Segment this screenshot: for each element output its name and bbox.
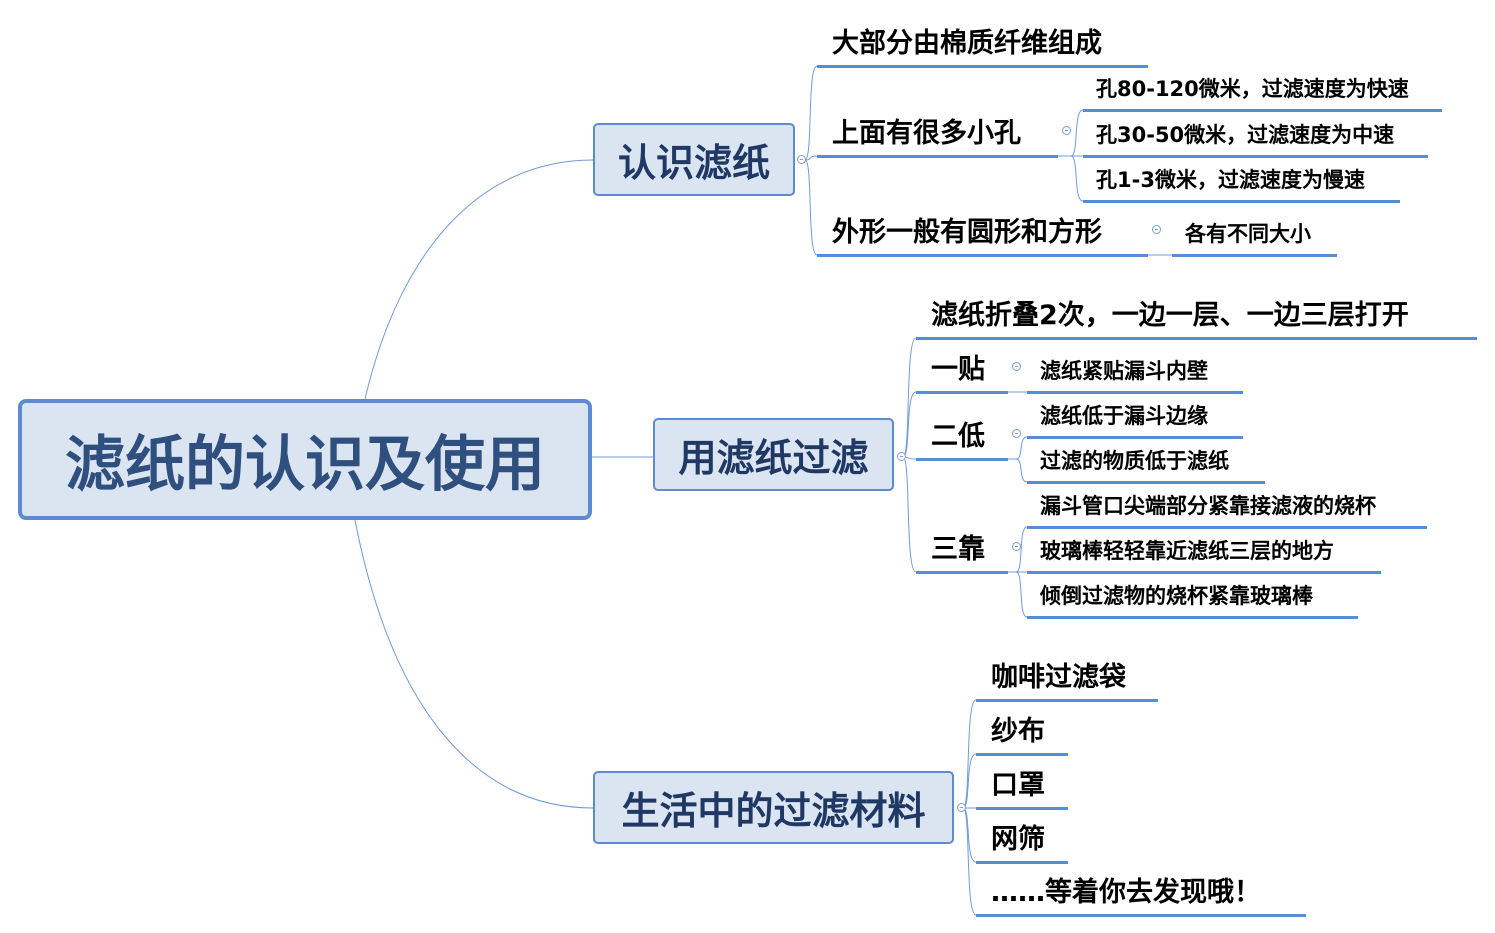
connector-line <box>902 456 917 573</box>
leaf-label: 网筛 <box>991 824 1045 855</box>
connector-line <box>804 65 818 161</box>
connector-line <box>962 807 977 916</box>
leaf-node[interactable]: 滤纸紧贴漏斗内壁 <box>1027 358 1243 394</box>
leaf-node[interactable]: 倾倒过滤物的烧杯紧靠玻璃棒 <box>1027 583 1358 619</box>
connector-line <box>804 155 818 161</box>
leaf-node[interactable]: 滤纸低于漏斗边缘 <box>1027 403 1243 439</box>
branch-use-filter-paper[interactable]: 用滤纸过滤 <box>653 418 894 491</box>
collapse-icon[interactable] <box>897 452 906 461</box>
leaf-node[interactable]: 网筛 <box>976 820 1068 864</box>
connector-line <box>962 699 977 809</box>
leaf-node[interactable]: 纱布 <box>976 712 1068 756</box>
collapse-icon[interactable] <box>1012 542 1021 551</box>
leaf-node[interactable]: 各有不同大小 <box>1172 221 1337 257</box>
leaf-node[interactable]: 滤纸折叠2次，一边一层、一边三层打开 <box>916 296 1477 340</box>
leaf-node[interactable]: 孔80-120微米，过滤速度为快速 <box>1083 76 1442 112</box>
connector-line <box>1015 571 1028 618</box>
leaf-node[interactable]: 孔1-3微米，过滤速度为慢速 <box>1083 167 1400 203</box>
leaf-node[interactable]: ……等着你去发现哦！ <box>976 873 1306 917</box>
leaf-label: 滤纸紧贴漏斗内壁 <box>1040 359 1208 383</box>
leaf-label: 口罩 <box>991 770 1045 801</box>
root-node[interactable]: 滤纸的认识及使用 <box>18 399 592 520</box>
leaf-label: 三靠 <box>931 534 985 565</box>
leaf-node[interactable]: 口罩 <box>976 766 1068 810</box>
leaf-label: 倾倒过滤物的烧杯紧靠玻璃棒 <box>1040 584 1313 608</box>
branch-label: 认识滤纸 <box>617 141 770 185</box>
connector-line <box>364 159 594 400</box>
leaf-node[interactable]: 孔30-50微米，过滤速度为中速 <box>1083 122 1428 158</box>
leaf-node[interactable]: 一贴 <box>916 350 1008 394</box>
leaf-label: 孔80-120微米，过滤速度为快速 <box>1096 77 1409 101</box>
collapse-icon[interactable] <box>1012 429 1021 438</box>
leaf-label: 漏斗管口尖端部分紧靠接滤液的烧杯 <box>1040 494 1376 518</box>
leaf-label: 二低 <box>931 421 985 452</box>
leaf-label: 孔30-50微米，过滤速度为中速 <box>1096 123 1395 147</box>
connector-line <box>1015 458 1028 483</box>
collapse-icon[interactable] <box>957 803 966 812</box>
connector-line <box>1015 526 1028 573</box>
collapse-icon[interactable] <box>1152 225 1161 234</box>
root-label: 滤纸的认识及使用 <box>65 430 545 500</box>
branch-filter-materials[interactable]: 生活中的过滤材料 <box>593 771 954 844</box>
connector-line <box>902 391 917 458</box>
leaf-label: 大部分由棉质纤维组成 <box>832 28 1102 59</box>
connector-line <box>1070 109 1084 157</box>
branch-label: 生活中的过滤材料 <box>621 789 926 833</box>
leaf-node[interactable]: 二低 <box>916 417 1008 461</box>
collapse-icon[interactable] <box>1062 126 1071 135</box>
collapse-icon[interactable] <box>1012 362 1021 371</box>
leaf-node[interactable]: 过滤的物质低于滤纸 <box>1027 448 1265 484</box>
leaf-label: 纱布 <box>991 716 1045 747</box>
collapse-icon[interactable] <box>797 155 806 164</box>
leaf-label: 孔1-3微米，过滤速度为慢速 <box>1096 168 1365 192</box>
leaf-node[interactable]: 大部分由棉质纤维组成 <box>817 24 1148 68</box>
branch-label: 用滤纸过滤 <box>678 436 869 480</box>
leaf-label: 滤纸折叠2次，一边一层、一边三层打开 <box>931 300 1409 331</box>
leaf-label: 各有不同大小 <box>1185 222 1311 246</box>
connector-line <box>354 519 594 809</box>
leaf-label: 过滤的物质低于滤纸 <box>1040 449 1229 473</box>
leaf-node[interactable]: 咖啡过滤袋 <box>976 658 1158 702</box>
leaf-node[interactable]: 三靠 <box>916 530 1008 574</box>
leaf-label: 一贴 <box>931 354 985 385</box>
connector-line <box>1015 436 1028 460</box>
leaf-node[interactable]: 上面有很多小孔 <box>817 114 1058 158</box>
leaf-label: 玻璃棒轻轻靠近滤纸三层的地方 <box>1040 539 1334 563</box>
connector-line <box>804 159 818 256</box>
connector-line <box>962 753 977 809</box>
leaf-node[interactable]: 漏斗管口尖端部分紧靠接滤液的烧杯 <box>1027 493 1427 529</box>
leaf-label: ……等着你去发现哦！ <box>991 877 1261 908</box>
connector-line <box>962 807 977 863</box>
connector-line <box>902 337 917 458</box>
connector-line <box>1070 155 1084 202</box>
leaf-label: 上面有很多小孔 <box>832 118 1021 149</box>
leaf-label: 咖啡过滤袋 <box>991 662 1126 693</box>
leaf-node[interactable]: 玻璃棒轻轻靠近滤纸三层的地方 <box>1027 538 1381 574</box>
leaf-label: 外形一般有圆形和方形 <box>832 217 1102 248</box>
leaf-label: 滤纸低于漏斗边缘 <box>1040 404 1208 428</box>
leaf-node[interactable]: 外形一般有圆形和方形 <box>817 213 1148 257</box>
branch-understand-filter-paper[interactable]: 认识滤纸 <box>593 123 795 196</box>
